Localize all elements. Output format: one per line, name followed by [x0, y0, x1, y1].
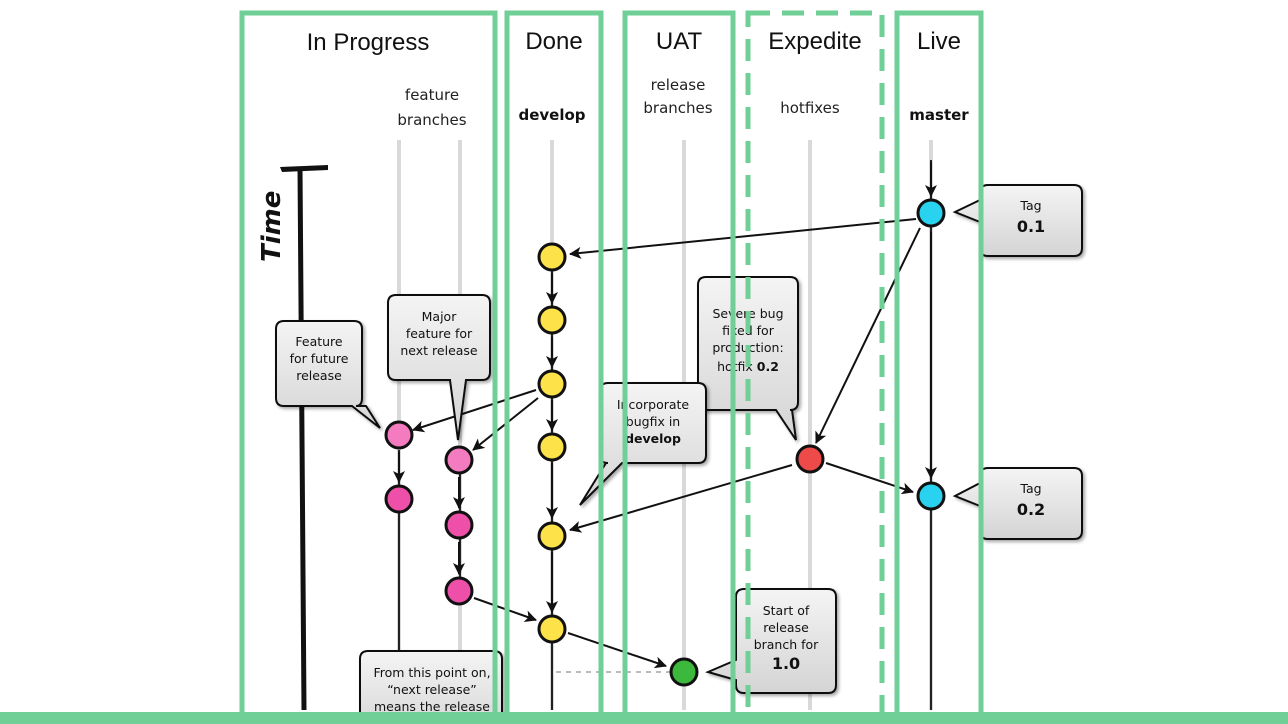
callout-incorporate: Incorporate bugfix in develop [579, 382, 707, 506]
hotfix-commit [795, 444, 825, 474]
time-axis-label: Time [257, 191, 287, 262]
column-title-done: Done [525, 28, 582, 55]
major-feature-line2: feature for [406, 326, 473, 341]
release-branches-label-line1: release [651, 76, 706, 94]
callout-major-feature: Major feature for next release [387, 294, 491, 441]
feature-commit [444, 576, 474, 606]
column-titles: In Progress Done UAT Expedite Live [307, 28, 961, 56]
column-title-in-progress: In Progress [307, 29, 430, 56]
time-axis-cap [280, 165, 328, 172]
feature-commit [384, 420, 414, 450]
column-title-uat: UAT [656, 28, 703, 55]
column-title-live: Live [917, 28, 961, 55]
from-point-line1: From this point on, [373, 665, 490, 680]
develop-to-feature-1-arrow [412, 389, 537, 433]
feature-commit [384, 484, 414, 514]
start-release-line1: Start of [763, 603, 810, 618]
feature-commit [444, 445, 474, 475]
develop-commit [537, 432, 567, 462]
feature-commit [444, 510, 474, 540]
start-release-line3: branch for [754, 637, 819, 652]
master-branch-label: master [909, 106, 969, 124]
time-axis: Time [257, 165, 328, 711]
hotfix-to-master-arrow [825, 462, 914, 495]
major-feature-line1: Major [422, 309, 458, 324]
release-commit [669, 657, 699, 687]
tag-0-2-label: Tag [1019, 481, 1041, 496]
feature-branches-label-line1: feature [405, 86, 459, 104]
severe-bug-hotfix-word: hotfix [717, 359, 757, 374]
release-branches-label-line2: branches [643, 99, 712, 117]
hotfixes-branch-label: hotfixes [780, 99, 840, 117]
branch-labels: feature branches develop release branche… [397, 76, 969, 129]
feature-branches-label-line2: branches [397, 111, 466, 129]
tag-0-2-value: 0.2 [1017, 500, 1045, 519]
develop-commit [537, 305, 567, 335]
callout-tag-0-2: Tag 0.2 [952, 467, 1083, 540]
from-point-line3: means the release [374, 699, 490, 714]
feature-future-line3: release [296, 368, 342, 383]
feature-future-line2: for future [290, 351, 349, 366]
develop-to-release-arrow [567, 632, 667, 669]
develop-commit [537, 369, 567, 399]
hotfix-to-develop-arrow [569, 464, 793, 533]
develop-commit [537, 242, 567, 272]
commit-nodes [384, 198, 946, 687]
callout-feature-future: Feature for future release [275, 320, 381, 429]
incorporate-line3: develop [625, 431, 681, 446]
severe-bug-version: 0.2 [757, 359, 779, 374]
callout-tag-0-1: Tag 0.1 [952, 184, 1083, 257]
tag-0-1-label: Tag [1019, 198, 1041, 213]
develop-branch-label: develop [518, 106, 585, 124]
incorporate-line2: bugfix in [626, 414, 680, 429]
from-point-line2: “next release” [387, 682, 477, 697]
flow-arrows [393, 162, 937, 669]
start-release-line2: release [763, 620, 809, 635]
time-axis-line [297, 167, 307, 711]
incorporate-line1: Incorporate [617, 397, 690, 412]
bottom-bar [0, 712, 1288, 724]
develop-commit [537, 521, 567, 551]
column-expedite [745, 10, 885, 722]
start-release-version: 1.0 [772, 654, 800, 673]
master-commit-tag-0-1 [916, 198, 946, 228]
develop-commit [537, 614, 567, 644]
feature-future-line1: Feature [295, 334, 343, 349]
column-title-expedite: Expedite [768, 28, 861, 55]
master-to-develop-arrow [569, 218, 917, 259]
major-feature-line3: next release [400, 343, 478, 358]
master-to-hotfix-arrow [815, 227, 921, 444]
tag-0-1-value: 0.1 [1017, 217, 1045, 236]
master-commit-tag-0-2 [916, 481, 946, 511]
callout-start-release: Start of release branch for 1.0 [705, 588, 837, 694]
